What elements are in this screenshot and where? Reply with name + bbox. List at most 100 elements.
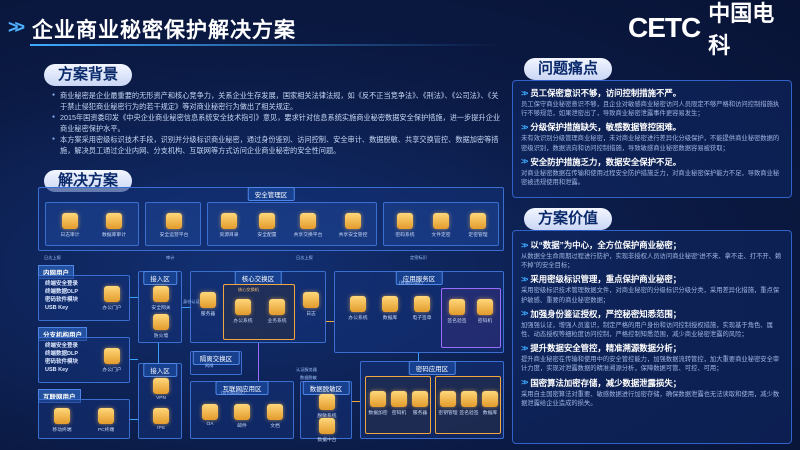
crypto-system-icon	[397, 213, 413, 229]
core-zone: 核心交换区 核心交换机 办公系统 业务系统 服务器 日志	[190, 271, 326, 343]
access-node: IPS	[145, 408, 177, 431]
pain-point-item: >>员工保密意识不够，访问控制措施不严。 员工保守商业秘密意识不够，且企业对敏感…	[521, 88, 780, 118]
flow-label: 日志上报	[44, 255, 61, 260]
chevron-icon: >>	[521, 157, 528, 167]
chevron-icon: >>	[521, 309, 528, 319]
gateway-icon	[153, 286, 169, 302]
mgmt-group-4: 密码系统 文件定密 定密管理	[383, 202, 499, 246]
security-config-icon	[259, 213, 275, 229]
oa-icon	[202, 404, 218, 420]
crypto-node: 签名验签	[459, 391, 479, 416]
database-icon	[482, 391, 498, 407]
link-line	[130, 419, 138, 420]
mgmt-node: 资源目录	[212, 213, 246, 238]
app-service-zone: 应用服务区 (普通应用区) 办公系统 数据库 电子签章 签名验签 密码机	[334, 271, 504, 353]
title-underline	[30, 44, 500, 46]
branch-feature-list: 终端安全登录 终端数据DLP 密码软件模块 USB Key	[45, 343, 79, 373]
internet-app-node: OA	[195, 404, 225, 427]
chevron-icon: >>	[521, 122, 528, 132]
crypto-node: 数据加密	[368, 391, 388, 416]
core-node: 办公系统	[228, 299, 258, 324]
mgmt-zone: 安全管理区 日志审计 数据库审计 安全运营平台 资源目录 安全配置 共享交换平台…	[38, 187, 504, 251]
app-node: 电子签章	[407, 296, 437, 321]
office-system-icon	[350, 296, 366, 312]
link-line	[158, 343, 159, 363]
pain-point-item: >>分级保护措施缺失，敏感数据管控困难。 未有效识别分级管理商业秘密，未对商业秘…	[521, 122, 780, 152]
app-node: 办公系统	[343, 296, 373, 321]
background-tag: 方案背景	[44, 64, 133, 86]
link-line	[352, 401, 360, 402]
desens-node: 数据中台	[307, 418, 347, 443]
mgmt-node: 安全配置	[250, 213, 284, 238]
log-icon	[303, 292, 319, 308]
solution-tag: 解决方案	[44, 170, 133, 192]
internet-app-node: 文档	[259, 404, 291, 429]
crypto-node: 数据库	[480, 391, 500, 416]
logo-mark: CETC	[628, 12, 701, 43]
key-mgmt-icon	[440, 391, 456, 407]
pc-icon	[98, 408, 114, 424]
crypto-subzone-1: 数据加密 密码机 服务器	[365, 376, 431, 434]
flow-label: 数据脱敏	[300, 375, 317, 380]
chevron-icon: >>	[521, 274, 528, 284]
desensitize-icon	[319, 394, 335, 410]
intranet-feature-list: 终端安全登录 终端数据DLP 密码软件模块 USB Key	[45, 281, 79, 311]
app-node: 签名验签	[444, 299, 470, 324]
logo: CETC 中国电科	[628, 1, 788, 58]
page-title: 企业商业秘密保护解决方案	[32, 19, 296, 42]
mgmt-group-3: 资源目录 安全配置 共享交换平台 共享安全管控	[207, 202, 377, 246]
chevron-icon: >>	[521, 378, 528, 388]
desens-zone: 数据脱敏区 脱敏系统 数据中台	[300, 381, 352, 443]
core-node: 日志	[297, 292, 325, 317]
desktop-icon	[104, 348, 120, 364]
app-node: 密码机	[472, 299, 498, 324]
vpn-icon	[153, 378, 169, 394]
branch-terminal: 办公门户	[97, 348, 127, 373]
value-panel: >>以“数据”为中心，全方位保护商业秘密； 从数据全生命周期过程进行防护，实现非…	[512, 230, 792, 444]
internet-pc: PC终端	[91, 408, 121, 433]
mgmt-node: 日志审计	[52, 213, 88, 238]
file-classify-icon	[433, 213, 449, 229]
switch-icon	[235, 299, 251, 315]
auth-server-icon	[200, 292, 216, 308]
internet-app-node: 邮件	[227, 404, 257, 429]
app-service-zone-sub: (普通应用区)	[399, 280, 423, 285]
access-node: 防火墙	[145, 314, 177, 339]
internet-mobile: 移动终端	[47, 408, 77, 433]
encrypt-icon	[370, 391, 386, 407]
switch-icon	[269, 299, 285, 315]
crypto-machine-icon	[477, 299, 493, 315]
core-node: 服务器	[195, 292, 221, 317]
isolation-zone: 隔离交换区 网闸	[190, 351, 242, 375]
mgmt-node: 密码系统	[388, 213, 422, 238]
value-item: >>加强身份鉴证授权，严控秘密知悉范围； 加强强认证，增强人员鉴识，制定严格的用…	[521, 308, 773, 339]
mgmt-group-2: 安全运营平台	[145, 202, 201, 246]
flow-label: 认证服务器	[296, 367, 317, 372]
value-item: >>提升数据安全管控，精准溯源数据分析； 提升商业秘密在传输和使用中的安全管控能…	[521, 343, 780, 373]
database-icon	[382, 296, 398, 312]
intranet-terminal: 办公门户	[97, 286, 127, 311]
access-node: 安全网关	[145, 286, 177, 311]
logo-text: 中国电科	[708, 1, 775, 58]
desens-zone-label: 数据脱敏区	[302, 381, 350, 395]
crypto-subzone-2: 密钥管理 签名验签 数据库	[435, 376, 501, 434]
access-zone-label: 接入区	[143, 271, 177, 285]
desens-node: 脱敏系统	[307, 394, 347, 419]
mgmt-node: 文件定密	[424, 213, 458, 238]
document-icon	[267, 404, 283, 420]
crypto-node: 密码机	[389, 391, 409, 416]
link-line	[182, 307, 190, 308]
classify-mgmt-icon	[470, 213, 486, 229]
header: >> 企业商业秘密保护解决方案 CETC 中国电科	[0, 0, 800, 58]
intranet-zone: 终端安全登录 终端数据DLP 密码软件模块 USB Key 办公门户	[38, 275, 130, 321]
flow-label: 定密标识	[410, 255, 427, 260]
value-tag: 方案价值	[524, 208, 613, 230]
internet-app-zone-label: 互联网应用区	[215, 381, 269, 395]
pain-point-item: >>安全防护措施乏力，数据安全保护不足。 对商业秘密数据在传输和使用过程安全防护…	[521, 156, 780, 187]
link-line	[258, 343, 259, 381]
title-chevron-icon: >>	[8, 17, 25, 37]
value-item: >>国密算法加密存储，减少数据泄露损失； 采用自主国密算法对重要、敏感数据进行加…	[521, 377, 780, 407]
background-bullet: 本方案采用密级标识技术手段，识别并分级标识商业秘密，通过身份鉴别、访问控制、安全…	[52, 134, 502, 156]
crypto-machine-icon	[391, 391, 407, 407]
core-node: 业务系统	[262, 299, 292, 324]
